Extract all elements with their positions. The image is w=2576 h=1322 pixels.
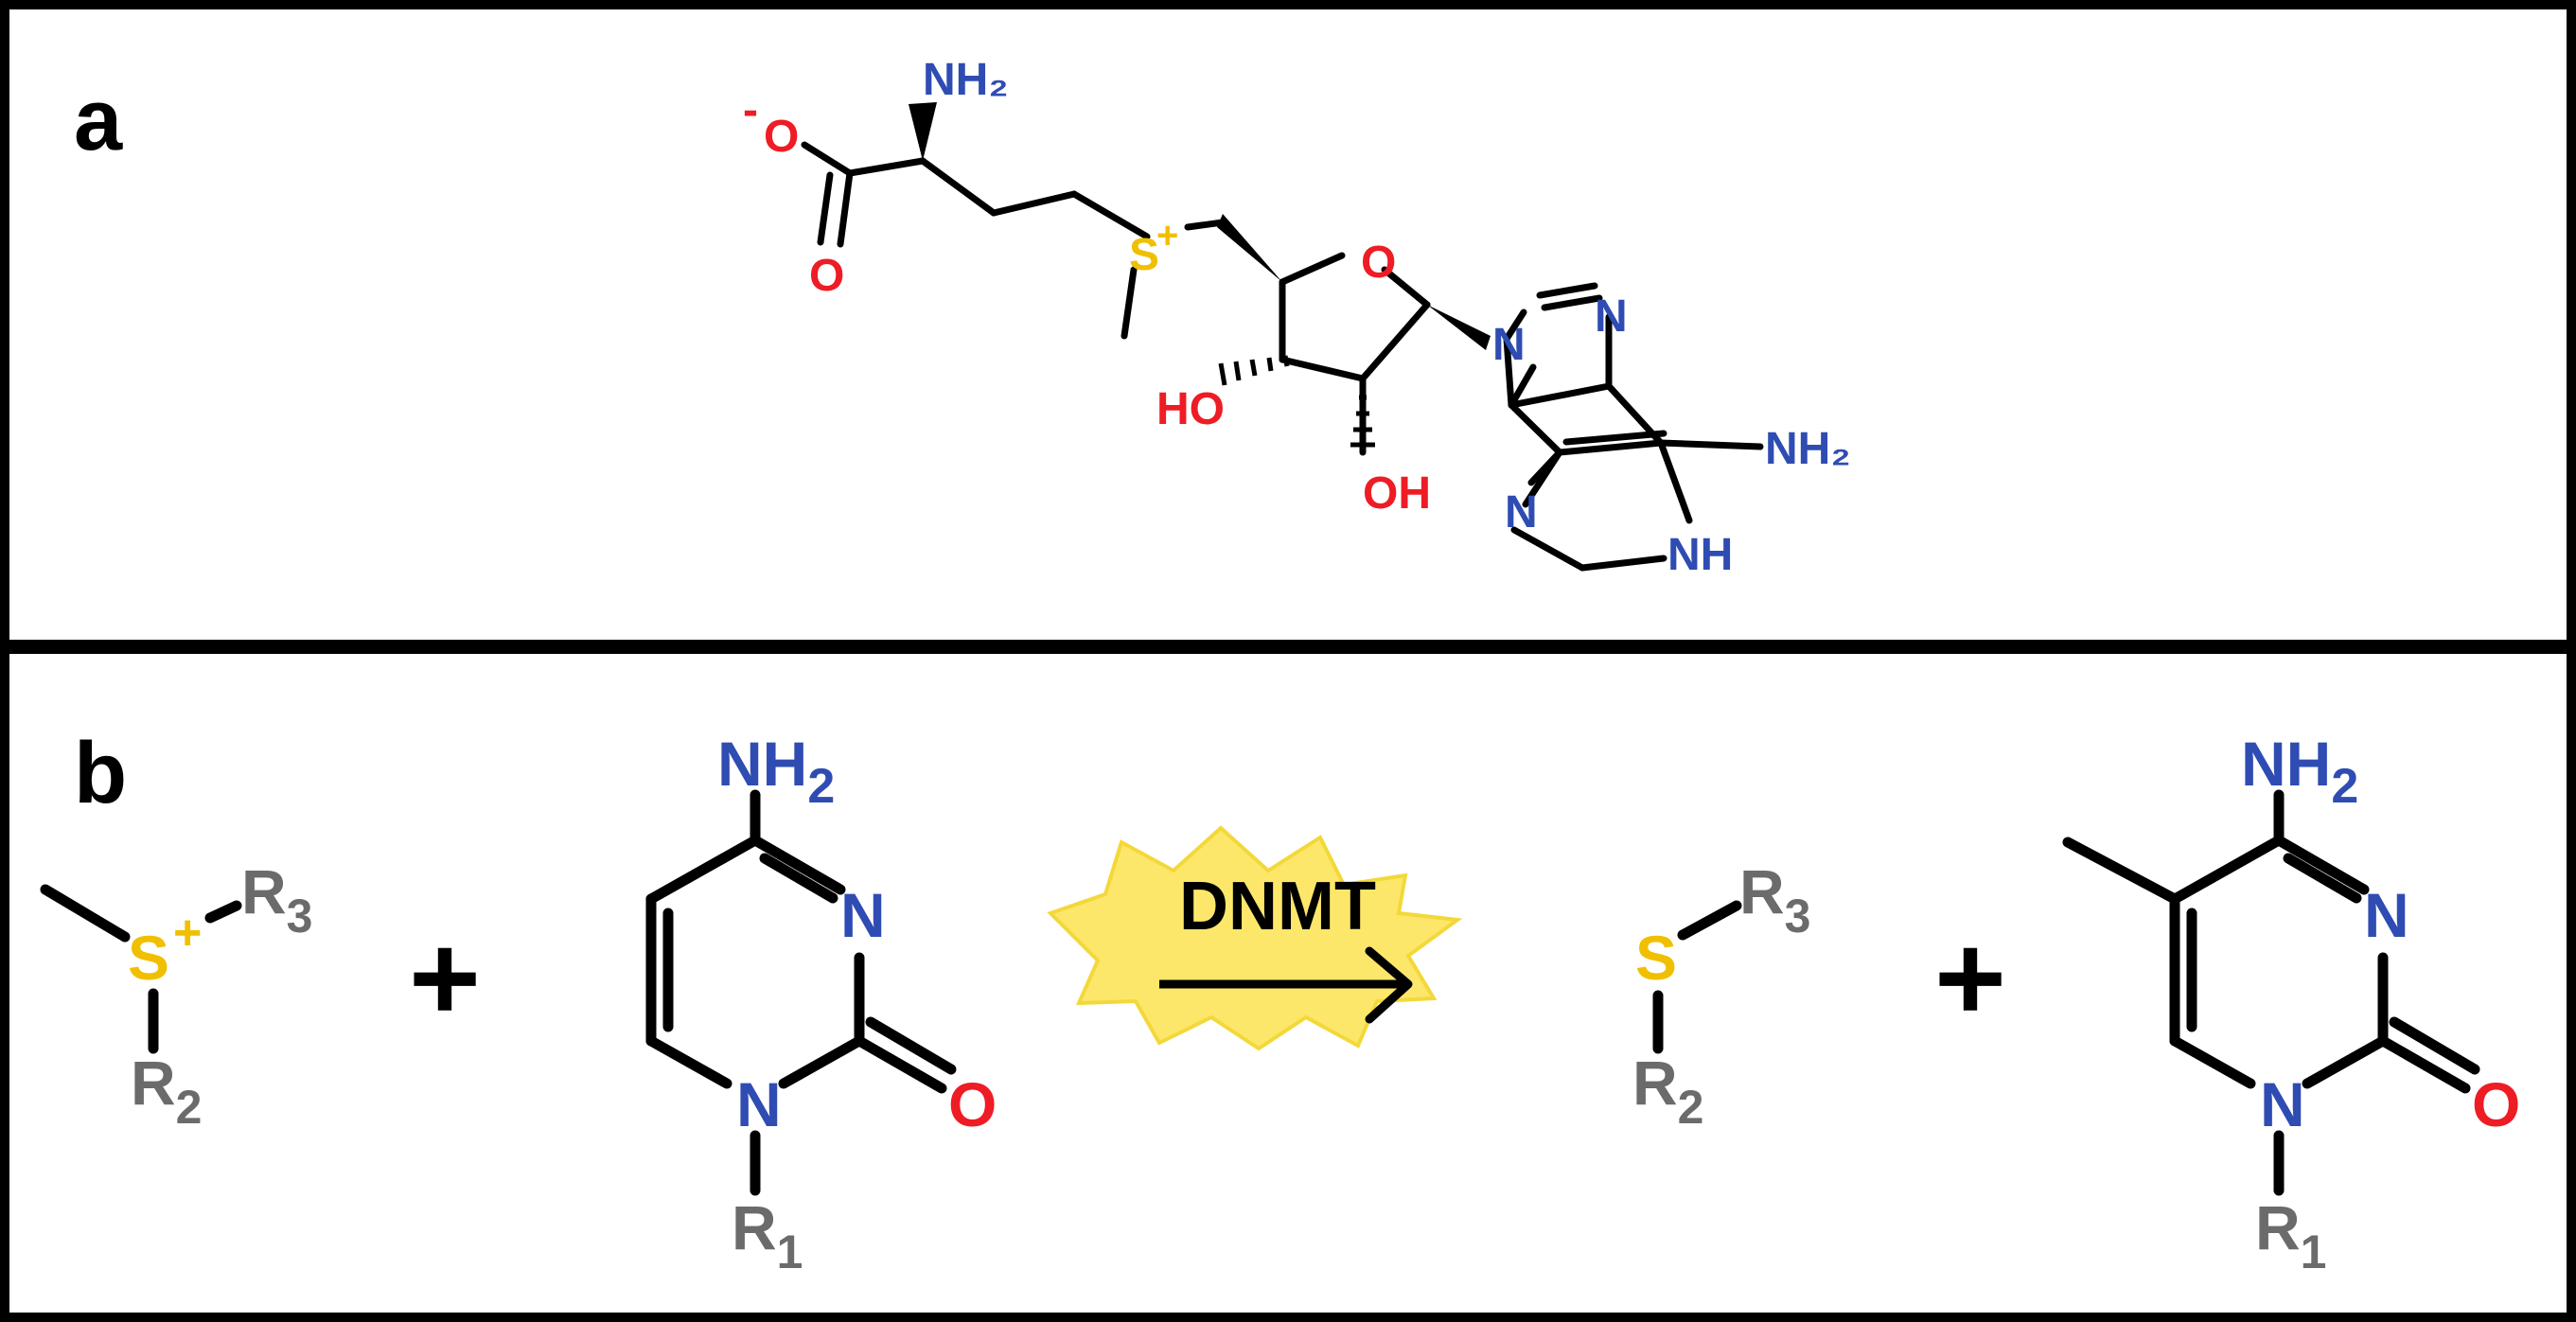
product-r3: R3 (1739, 856, 1810, 943)
5-methylcytosine: NH2 N N O R1 (2062, 729, 2520, 1278)
sah-generic-thioether: S R3 R2 (1632, 856, 1810, 1134)
r2-group: R2 (131, 1048, 202, 1134)
panel-b-label: b (74, 725, 127, 821)
reaction-arrow-head (1365, 946, 1413, 1024)
cytosine-r1: R1 (732, 1192, 803, 1278)
sam-wedges (909, 102, 1491, 448)
cytosine-nh2: NH2 (717, 729, 835, 814)
adenine-amine: NH₂ (1765, 424, 1851, 474)
product-r2: R2 (1632, 1048, 1703, 1134)
cytosine-n1: N (736, 1069, 782, 1139)
panel-b-frame (0, 644, 2576, 1322)
plus-sign-1: + (409, 908, 481, 1047)
carbonyl-oxygen: O (809, 251, 844, 301)
carboxylate-charge: - (743, 85, 758, 135)
sulfonium-charge: + (1156, 215, 1178, 256)
thioether-s: S (1635, 923, 1677, 993)
dnmt-burst (1047, 825, 1463, 1051)
dnmt-label: DNMT (1179, 869, 1376, 944)
sulfonium-sulfur: S (1129, 230, 1159, 280)
amino-group-label: NH₂ (923, 55, 1009, 105)
r3-group: R3 (241, 856, 312, 943)
methylcytosine-nh2: NH2 (2241, 729, 2358, 814)
carboxylate-oxygen: O (764, 112, 799, 162)
panel-b: b S + R3 R2 + NH2 N N (0, 644, 2576, 1322)
adenine-n9: N (1492, 320, 1526, 370)
ribose-ring-oxygen: O (1361, 238, 1396, 288)
sulfonium-s: S (128, 923, 169, 993)
adenine-nh: NH (1667, 530, 1733, 580)
adenine-n7: N (1595, 291, 1628, 342)
methylcytosine-o: O (2472, 1069, 2520, 1139)
methylcytosine-r1: R1 (2255, 1192, 2326, 1278)
dnmt-reaction-arrow: DNMT (1047, 825, 1463, 1051)
plus-sign-2: + (1934, 908, 2006, 1047)
hydroxyl-bottom: OH (1363, 468, 1431, 519)
sam-molecule: NH₂ - O O S + O N N HO OH NH₂ N NH (743, 55, 1851, 580)
cytosine: NH2 N N O R1 (645, 729, 997, 1278)
sulfonium-plus: + (173, 906, 202, 961)
cytosine-o: O (948, 1069, 997, 1139)
sam-bonds (801, 141, 1764, 572)
sam-atom-labels: NH₂ - O O S + O N N HO OH NH₂ N NH (743, 55, 1851, 580)
sam-generic-sulfonium: S + R3 R2 (40, 856, 312, 1134)
methylcytosine-n3: N (2364, 880, 2409, 950)
methylcytosine-n1: N (2260, 1069, 2305, 1139)
cytosine-n3: N (840, 880, 886, 950)
hydroxyl-left: HO (1156, 384, 1225, 434)
adenine-n3: N (1505, 487, 1538, 538)
panel-a-label: a (74, 72, 123, 168)
